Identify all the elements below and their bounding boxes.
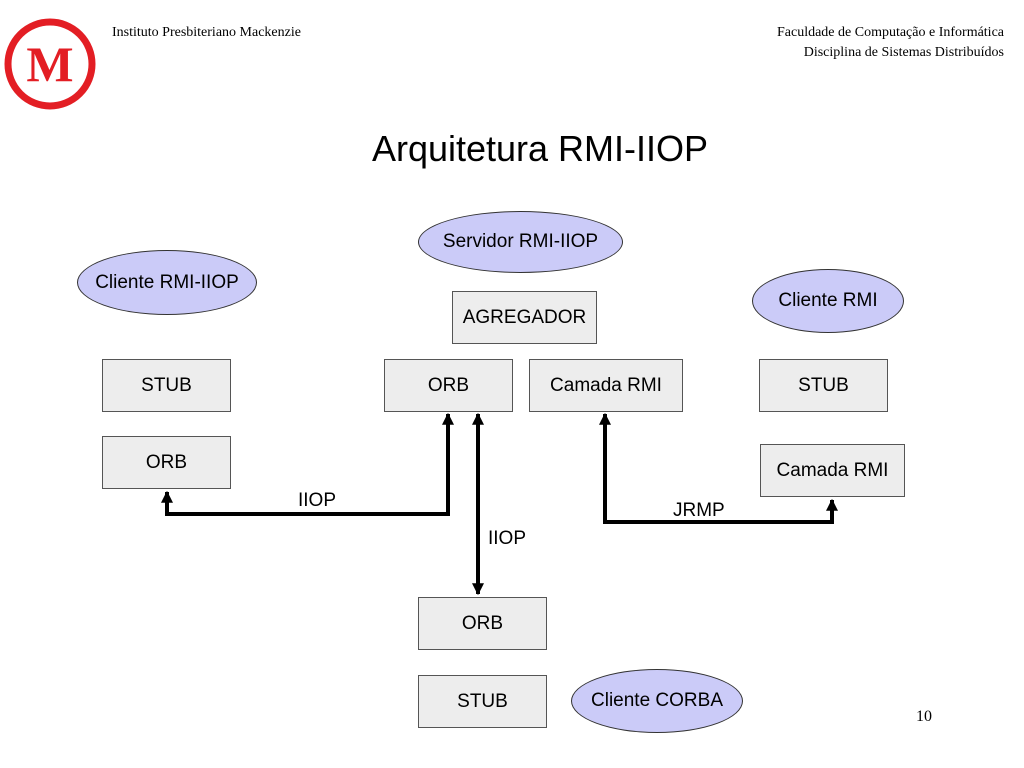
page-number: 10 xyxy=(916,708,932,725)
header-right: Faculdade de Computação e Informática Di… xyxy=(777,23,1004,63)
slide-title: Arquitetura RMI-IIOP xyxy=(371,128,709,169)
server-camada-rmi-box: Camada RMI xyxy=(529,359,683,412)
bottom-stub-box: STUB xyxy=(418,675,547,728)
logo-letter: M xyxy=(26,36,73,92)
jrmp-label: JRMP xyxy=(673,500,725,521)
cliente-rmi-iiop-ellipse: Cliente RMI-IIOP xyxy=(77,250,257,315)
institution-name: Instituto Presbiteriano Mackenzie xyxy=(112,25,301,40)
iiop-down-label: IIOP xyxy=(488,528,527,549)
bottom-orb-box: ORB xyxy=(418,597,547,650)
jrmp-arrow xyxy=(599,412,838,524)
faculty-name: Faculdade de Computação e Informática xyxy=(776,25,1004,40)
servidor-rmi-iiop-ellipse: Servidor RMI-IIOP xyxy=(418,211,623,273)
discipline-name: Disciplina de Sistemas Distribuídos xyxy=(803,45,1004,60)
mackenzie-logo: M xyxy=(4,18,96,110)
cliente-rmi-ellipse: Cliente RMI xyxy=(752,269,904,333)
right-camada-rmi-box: Camada RMI xyxy=(760,444,905,497)
left-orb-box: ORB xyxy=(102,436,231,489)
server-orb-box: ORB xyxy=(384,359,513,412)
right-stub-box: STUB xyxy=(759,359,888,412)
iiop-left-arrow xyxy=(161,412,454,516)
cliente-corba-ellipse: Cliente CORBA xyxy=(571,669,743,733)
left-stub-box: STUB xyxy=(102,359,231,412)
agregador-box: AGREGADOR xyxy=(452,291,597,344)
iiop-left-label: IIOP xyxy=(298,490,337,511)
